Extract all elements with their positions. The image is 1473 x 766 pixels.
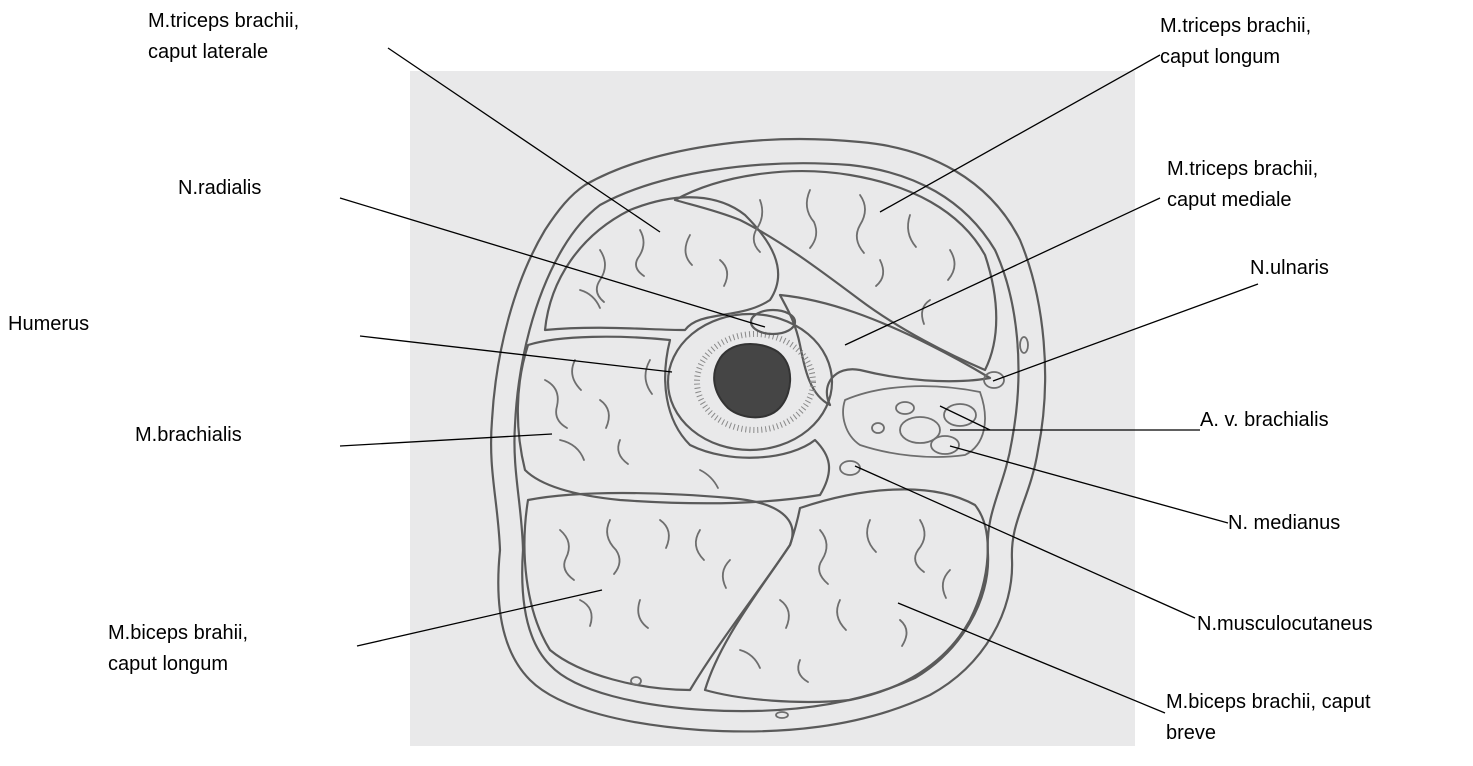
label-triceps-mediale: M.triceps brachii,caput mediale — [1167, 154, 1318, 216]
label-triceps-longum: M.triceps brachii,caput longum — [1160, 11, 1311, 73]
label-humerus: Humerus — [8, 309, 89, 340]
label-ulnaris: N.ulnaris — [1250, 253, 1329, 284]
humerus-marrow — [714, 344, 790, 417]
label-av-brachialis: A. v. brachialis — [1200, 405, 1329, 436]
label-musculocutaneus: N.musculocutaneus — [1197, 609, 1373, 640]
label-radialis: N.radialis — [178, 173, 261, 204]
label-brachialis: M.brachialis — [135, 420, 242, 451]
label-triceps-lateral: M.triceps brachii,caput laterale — [148, 6, 299, 68]
label-biceps-longum: M.biceps brahii,caput longum — [108, 618, 248, 680]
label-medianus: N. medianus — [1228, 508, 1340, 539]
